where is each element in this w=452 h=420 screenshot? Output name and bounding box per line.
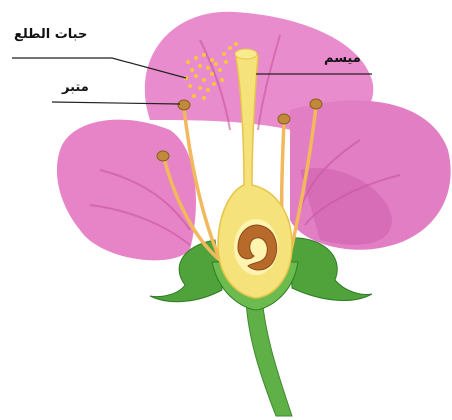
stigma-label: ميسم bbox=[324, 52, 361, 65]
stem bbox=[246, 298, 292, 416]
anther-label: متبر bbox=[62, 81, 89, 94]
anther-right-lower bbox=[278, 114, 290, 124]
pollen-label: حبات الطلع bbox=[14, 28, 87, 41]
anther-right-upper bbox=[310, 99, 322, 109]
anther-left-upper bbox=[178, 100, 190, 110]
stigma bbox=[235, 49, 257, 59]
anther-left-lower bbox=[157, 151, 169, 161]
